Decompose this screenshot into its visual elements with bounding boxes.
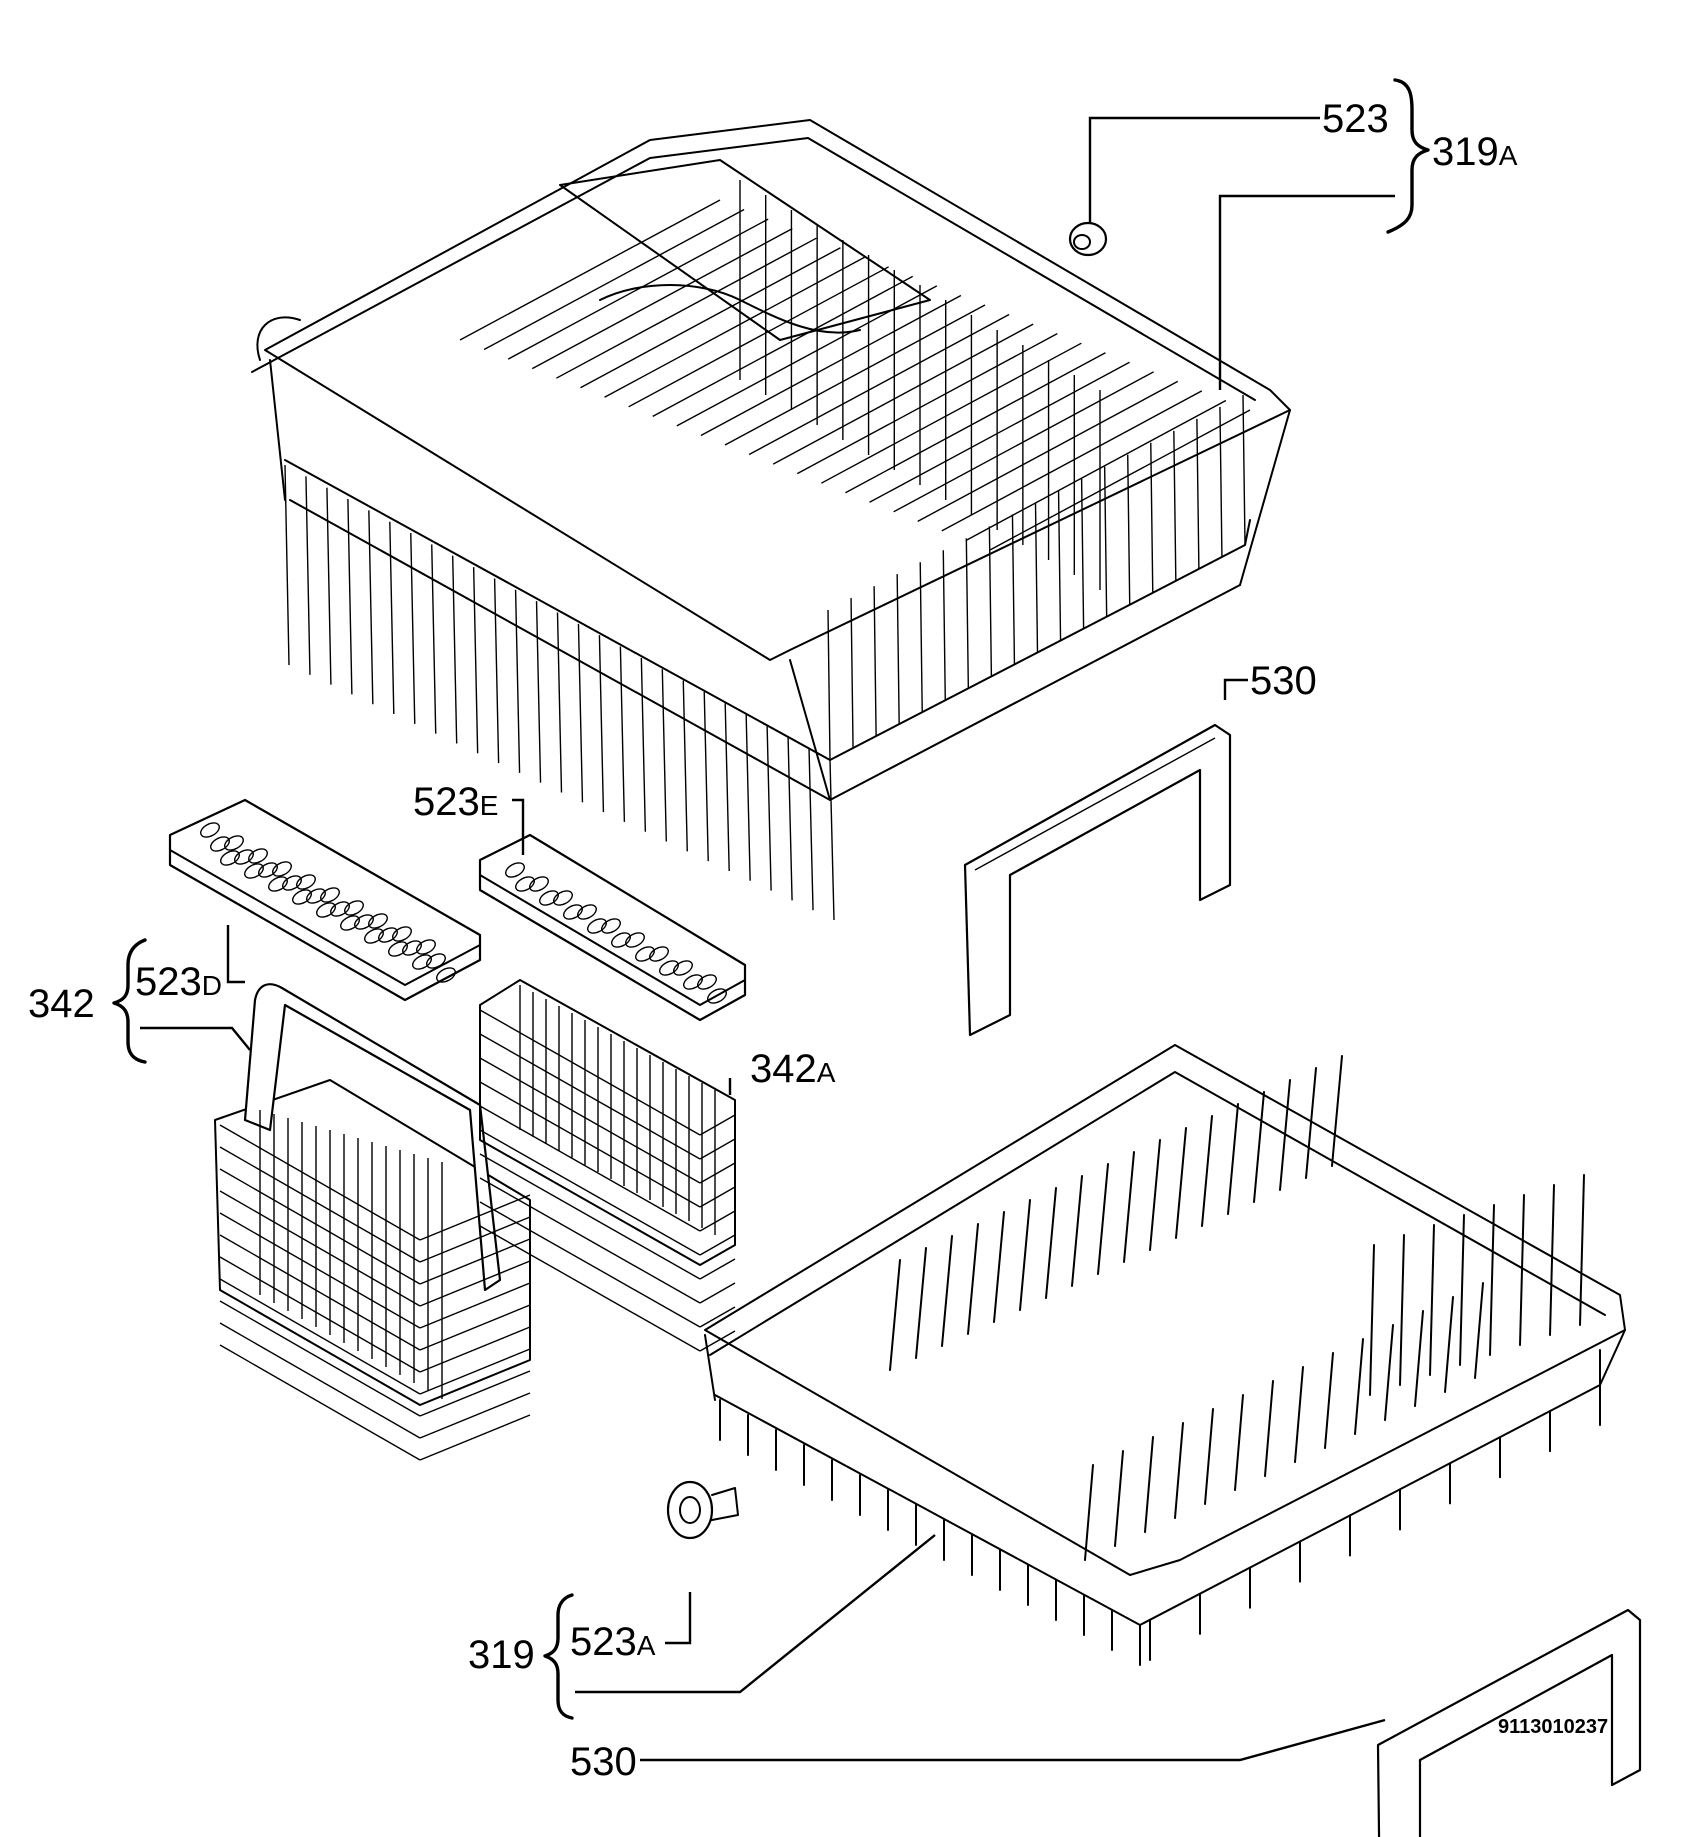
wheel-523a: [666, 1480, 739, 1540]
document-id: 9113010237: [1498, 1716, 1608, 1738]
lower-basket: [666, 1044, 1626, 1666]
brace-319: [543, 1593, 574, 1720]
label-523a: 523A: [570, 1620, 656, 1664]
label-530-top: 530: [1250, 659, 1317, 703]
leader-lines: [140, 116, 1395, 1762]
label-523-top: 523: [1322, 97, 1389, 141]
label-530-bottom: 530: [570, 1740, 637, 1784]
trim-strip-530-lower: [1376, 1608, 1642, 1837]
trim-strip-530-upper: [963, 723, 1232, 1037]
label-523e: 523E: [413, 780, 498, 824]
cutlery-basket-342: [214, 983, 531, 1461]
label-342: 342: [28, 982, 95, 1026]
label-523d: 523D: [135, 960, 222, 1004]
upper-basket: [251, 119, 1291, 921]
label-319: 319: [468, 1633, 535, 1677]
label-319a: 319A: [1432, 130, 1518, 174]
cutlery-lid-523d: [168, 798, 482, 1002]
wheel-523-top: [1068, 221, 1108, 257]
cutlery-lid-523e: [478, 833, 747, 1022]
label-342a: 342A: [750, 1047, 836, 1091]
brace-342: [112, 938, 147, 1064]
brace-319a: [1386, 78, 1430, 234]
cutlery-basket-342a: [479, 979, 736, 1352]
